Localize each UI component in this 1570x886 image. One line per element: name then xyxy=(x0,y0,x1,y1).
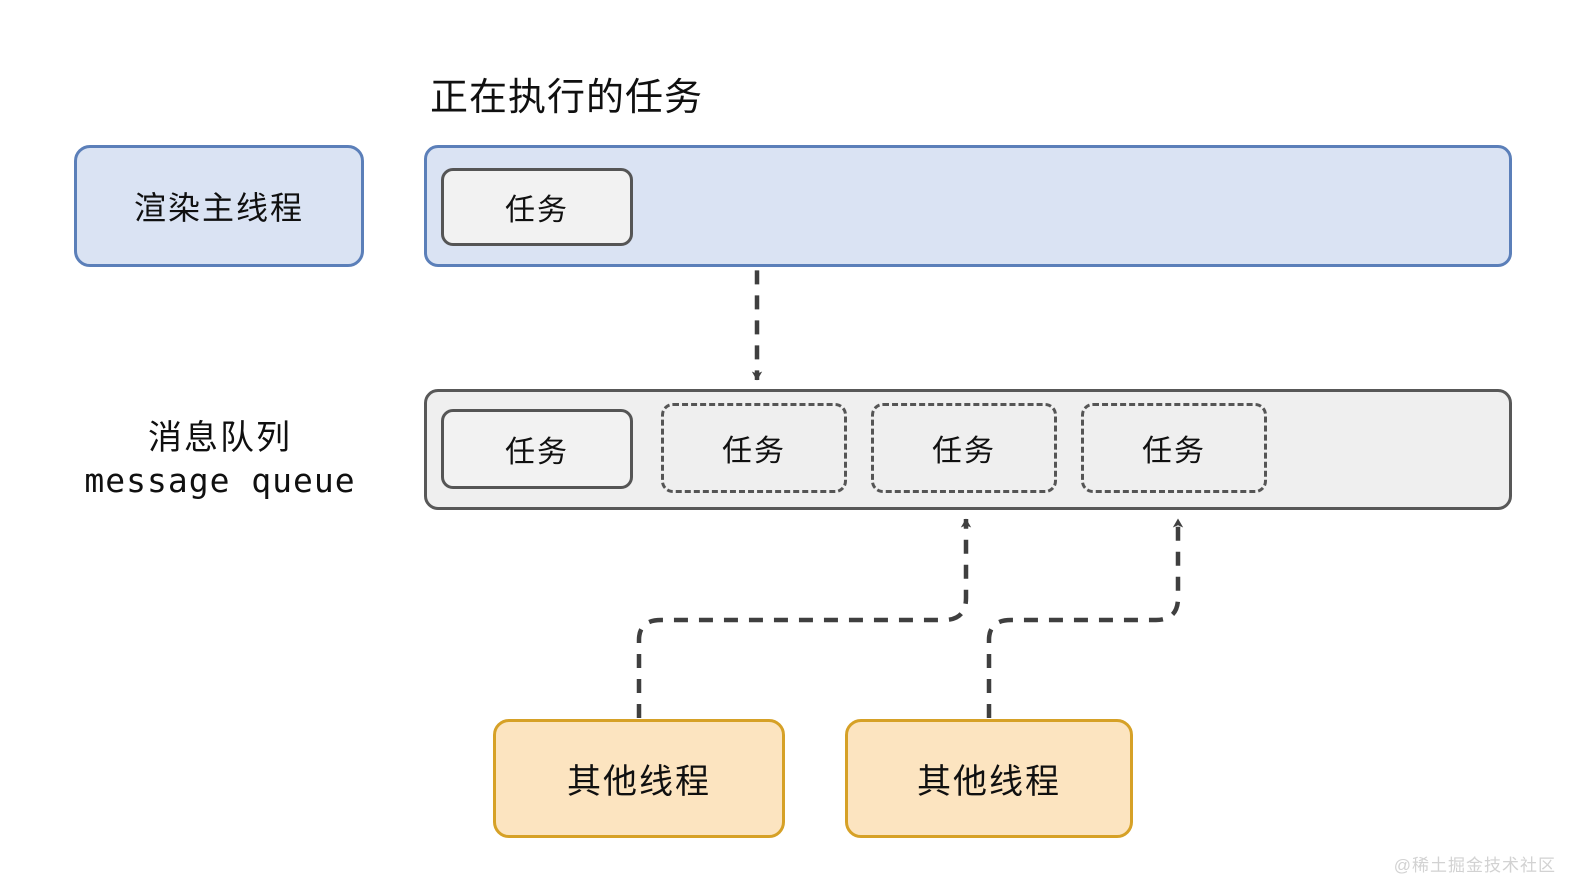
worker-thread-1[interactable]: 其他线程 xyxy=(493,719,785,838)
main-thread-label-text: 渲染主线程 xyxy=(133,190,304,226)
queue-task-1-label: 任务 xyxy=(505,436,569,469)
queue-task-2[interactable]: 任务 xyxy=(661,403,847,493)
message-queue-label: 消息队列 message queue xyxy=(40,416,400,502)
worker-thread-1-label: 其他线程 xyxy=(567,763,711,801)
section-title-running-task: 正在执行的任务 xyxy=(430,77,704,119)
queue-task-3[interactable]: 任务 xyxy=(871,403,1057,493)
watermark: @稀土掘金技术社区 xyxy=(1393,856,1556,875)
queue-task-4[interactable]: 任务 xyxy=(1081,403,1267,493)
worker-thread-2-label: 其他线程 xyxy=(917,763,1061,801)
message-queue-label-cn: 消息队列 xyxy=(148,419,292,457)
queue-task-2-label: 任务 xyxy=(722,435,786,468)
arrow-worker-1-to-queue xyxy=(636,518,972,718)
main-thread-label-box: 渲染主线程 xyxy=(74,145,364,267)
message-queue-label-en: message queue xyxy=(84,461,356,500)
arrow-worker-2-to-queue xyxy=(986,518,1184,718)
main-thread-running-task[interactable]: 任务 xyxy=(441,168,633,246)
main-thread-running-task-label: 任务 xyxy=(505,194,569,227)
worker-thread-2[interactable]: 其他线程 xyxy=(845,719,1133,838)
queue-task-1[interactable]: 任务 xyxy=(441,409,633,489)
queue-task-4-label: 任务 xyxy=(1142,435,1206,468)
queue-task-3-label: 任务 xyxy=(932,435,996,468)
